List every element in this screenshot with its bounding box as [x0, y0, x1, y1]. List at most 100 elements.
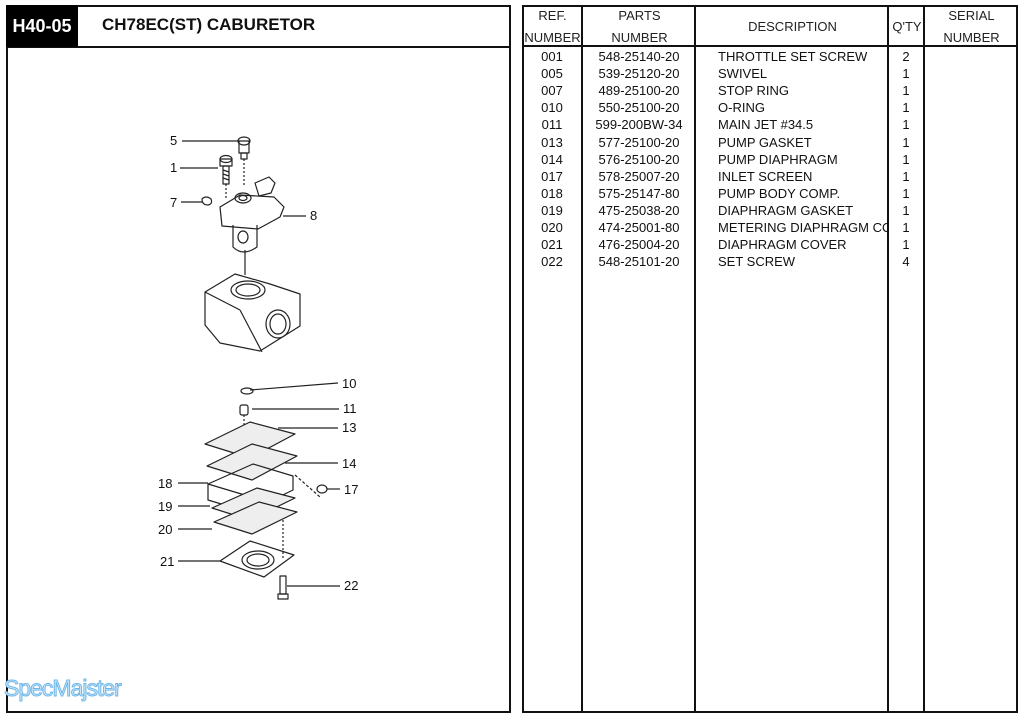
description-cell: SWIVEL: [718, 66, 768, 82]
header-qty: Q'TY: [889, 16, 925, 38]
header-description: DESCRIPTION: [696, 16, 889, 38]
col-divider-desc: [696, 5, 889, 713]
qty-cell: 1: [902, 117, 910, 133]
callout-1: 1: [170, 160, 178, 175]
part-swivel: [237, 136, 251, 185]
qty-cell: 2: [902, 49, 910, 64]
table-row: 018 575-25147-80 PUMP BODY COMP. 1: [522, 185, 1018, 202]
col-divider-ref: [522, 5, 583, 713]
part-number-cell: 475-25038-20: [598, 202, 680, 218]
diagram-panel: [6, 5, 511, 713]
header-serial: SERIAL NUMBER: [925, 5, 1018, 49]
header-divider: [522, 45, 1018, 47]
parts-table: [522, 5, 1018, 713]
callout-19: 19: [158, 499, 173, 514]
part-number-cell: 548-25140-20: [598, 49, 680, 64]
part-number-cell: 476-25004-20: [598, 237, 680, 253]
description-cell: PUMP GASKET: [718, 134, 812, 150]
part-number-cell: 578-25007-20: [598, 168, 680, 184]
col-divider-parts: [583, 5, 696, 713]
part-number-cell: 577-25100-20: [598, 134, 680, 150]
ref-cell: 020: [541, 220, 563, 235]
header-ref-line2: NUMBER: [524, 30, 581, 45]
part-throttle-screw: [219, 154, 233, 198]
qty-cell: 1: [902, 202, 910, 218]
callout-11: 11: [343, 401, 357, 416]
qty-cell: 4: [902, 254, 910, 270]
description-cell: THROTTLE SET SCREW: [718, 49, 868, 64]
description-cell: PUMP DIAPHRAGM: [718, 151, 838, 167]
part-stop-ring: [201, 196, 213, 206]
ref-cell: 022: [541, 254, 563, 270]
exploded-parts-diagram: [178, 136, 340, 600]
header-parts-line1: PARTS: [618, 8, 661, 23]
part-number-cell: 489-25100-20: [598, 83, 680, 99]
watermark-logo: SpecMajster: [4, 675, 123, 702]
header-description-text: DESCRIPTION: [748, 19, 837, 34]
qty-cell: 1: [902, 185, 910, 201]
callout-21: 21: [160, 554, 175, 569]
description-cell: PUMP BODY COMP.: [718, 185, 841, 201]
ref-cell: 018: [541, 185, 563, 201]
ref-cell: 013: [541, 134, 563, 150]
part-inlet-screen: [294, 474, 328, 498]
description-cell: O-RING: [718, 100, 765, 116]
callout-5: 5: [170, 133, 178, 148]
qty-cell: 1: [902, 66, 910, 82]
leader-line-10: [249, 382, 339, 391]
header-ref: REF. NUMBER: [522, 5, 583, 49]
ref-cell: 010: [541, 100, 563, 116]
ref-cell: 007: [541, 83, 563, 99]
callout-7: 7: [170, 195, 178, 210]
ref-cell: 001: [541, 49, 563, 64]
part-pump-diaphragm: [206, 443, 298, 481]
page-title: CH78EC(ST) CABURETOR: [102, 15, 316, 34]
description-cell: MAIN JET #34.5: [718, 117, 814, 133]
ref-cell: 017: [541, 168, 563, 184]
part-number-cell: 599-200BW-34: [595, 117, 683, 133]
header-parts: PARTS NUMBER: [583, 5, 696, 49]
part-o-ring: [240, 387, 254, 395]
part-number-cell: 576-25100-20: [598, 151, 680, 167]
part-number-cell: 548-25101-20: [598, 254, 680, 270]
part-set-screw: [277, 575, 289, 600]
callout-18: 18: [158, 476, 173, 491]
table-row: 021 476-25004-20 DIAPHRAGM COVER 1: [522, 236, 1018, 253]
ref-cell: 005: [541, 66, 563, 82]
header-serial-line2: NUMBER: [943, 30, 1000, 45]
description-cell: STOP RING: [718, 83, 790, 99]
callout-14: 14: [342, 456, 357, 471]
part-number-cell: 550-25100-20: [598, 100, 680, 116]
table-row: 010 550-25100-20 O-RING 1: [522, 99, 1018, 116]
callout-17: 17: [344, 482, 359, 497]
callout-10: 10: [342, 376, 357, 391]
callout-8: 8: [310, 208, 318, 223]
table-row: 007 489-25100-20 STOP RING 1: [522, 82, 1018, 99]
part-metering-diaphragm: [213, 501, 298, 535]
qty-cell: 1: [902, 220, 910, 235]
qty-cell: 1: [902, 151, 910, 167]
header-parts-line2: NUMBER: [611, 30, 668, 45]
section-code: H40-05: [6, 5, 78, 47]
header-qty-text: Q'TY: [892, 19, 922, 34]
description-cell: INLET SCREEN: [718, 168, 813, 184]
qty-cell: 1: [902, 237, 910, 253]
qty-cell: 1: [902, 83, 910, 99]
part-number-cell: 575-25147-80: [598, 185, 680, 201]
qty-cell: 1: [902, 100, 910, 116]
header-serial-line1: SERIAL: [948, 8, 995, 23]
part-throttle-body: [219, 176, 285, 275]
description-cell: DIAPHRAGM COVER: [718, 237, 847, 253]
table-row: 001 548-25140-20 THROTTLE SET SCREW 2: [522, 48, 1018, 65]
part-number-cell: 474-25001-80: [598, 220, 680, 235]
part-carburetor-body: [204, 273, 301, 353]
ref-cell: 021: [541, 237, 563, 253]
callout-22: 22: [344, 578, 359, 593]
